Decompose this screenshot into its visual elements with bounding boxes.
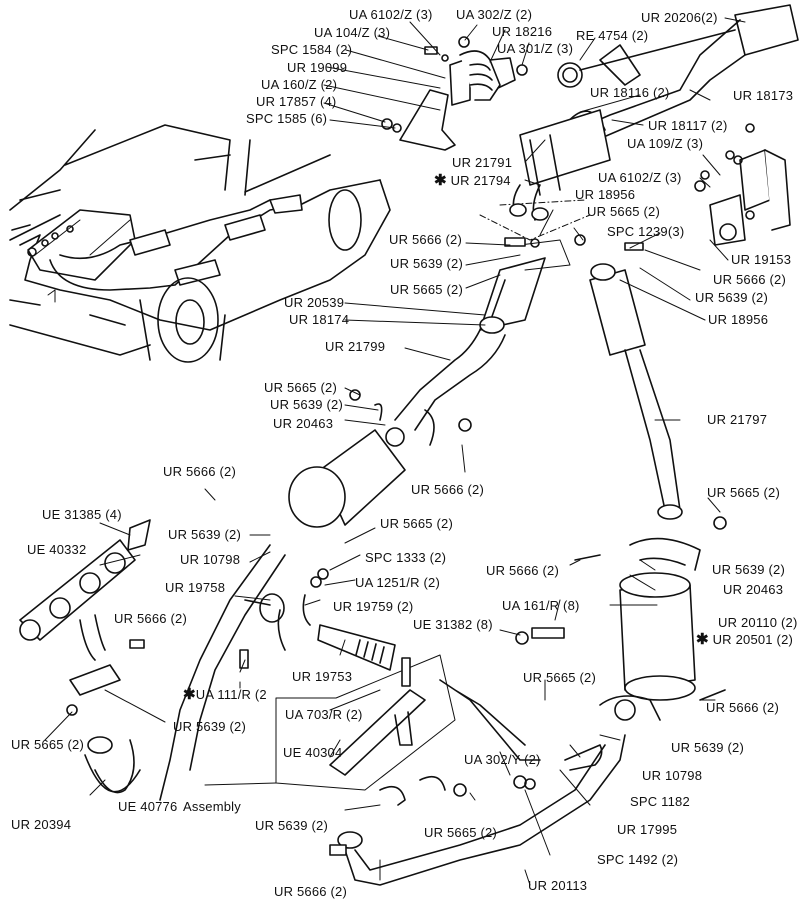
part-label-starred: ✱ UR 21794 [434, 172, 511, 189]
flexible-pipe [239, 568, 565, 671]
part-label: UR 5666 (2) [486, 563, 560, 578]
front-silencer [288, 389, 472, 528]
part-label: UR 5666 (2) [706, 700, 780, 715]
part-label: UE 40304 [283, 745, 343, 760]
part-label: UR 5639 (2) [173, 719, 247, 734]
part-label: UR 18956 [575, 187, 636, 202]
part-label: UA 1251/R (2) [355, 575, 440, 590]
part-label: UA 109/Z (3) [627, 136, 704, 151]
part-label: UA 302/Z (2) [456, 7, 533, 22]
part-label: UR 19759 (2) [333, 599, 414, 614]
part-label-text: UR 21794 [450, 173, 511, 188]
part-label: UR 5665 (2) [390, 282, 464, 297]
part-label: UR 5665 (2) [587, 204, 661, 219]
star-marker: ✱ [434, 172, 447, 189]
part-label: UA 302/Y (2) [464, 752, 541, 767]
part-label: UR 18174 [289, 312, 350, 327]
part-label: UR 10798 [642, 768, 703, 783]
part-label: UR 5639 (2) [168, 527, 242, 542]
part-label-text: UR 20501 (2) [712, 632, 794, 647]
part-label: UR 19753 [292, 669, 353, 684]
tail-pipe-assembly [557, 4, 799, 146]
part-label: UR 5665 (2) [380, 516, 454, 531]
part-label-text: UA 111/R (2 [195, 687, 267, 702]
star-marker: ✱ [696, 631, 709, 648]
part-label: UR 21797 [707, 412, 768, 427]
part-label: UR 5666 (2) [411, 482, 485, 497]
part-label: UR 5666 (2) [389, 232, 463, 247]
part-label: UR 5639 (2) [270, 397, 344, 412]
part-label: UR 5666 (2) [274, 884, 348, 899]
part-label: UR 17857 (4) [256, 94, 337, 109]
lower-tail-pipe [329, 734, 626, 886]
part-label: UR 5639 (2) [390, 256, 464, 271]
part-label: UA 6102/Z (3) [349, 7, 433, 22]
part-label: UR 19758 [165, 580, 226, 595]
part-label: UA 160/Z (2) [261, 77, 338, 92]
star-marker: ✱ [183, 686, 196, 703]
part-label: UR 10798 [180, 552, 241, 567]
part-label: UR 5665 (2) [11, 737, 85, 752]
part-label: UR 5666 (2) [713, 272, 787, 287]
part-label: UA 161/R (8) [502, 598, 580, 613]
part-label: UR 18173 [733, 88, 794, 103]
part-label: Assembly [183, 799, 241, 814]
part-label: UR 5665 (2) [523, 670, 597, 685]
part-label: SPC 1585 (6) [246, 111, 328, 126]
part-label: UE 40776 [118, 799, 178, 814]
lower-silencer [574, 516, 727, 721]
part-label: UR 18216 [492, 24, 553, 39]
part-label: UE 40332 [27, 542, 87, 557]
car-overview-drawing [9, 124, 391, 363]
part-label: SPC 1239(3) [607, 224, 685, 239]
part-label: UA 6102/Z (3) [598, 170, 682, 185]
part-label: UR 20206(2) [641, 10, 718, 25]
part-label: UA 703/R (2) [285, 707, 363, 722]
part-label: UR 5639 (2) [255, 818, 329, 833]
part-label: SPC 1182 [630, 794, 690, 809]
part-label: UR 21791 [452, 155, 513, 170]
part-label: UR 19099 [287, 60, 348, 75]
part-label: UA 104/Z (3) [314, 25, 391, 40]
part-label: UA 301/Z (3) [497, 41, 574, 56]
part-label: UE 31382 (8) [413, 617, 493, 632]
mounting-bracket-right [599, 44, 791, 246]
part-label: UR 20394 [11, 817, 72, 832]
part-label: UR 5639 (2) [671, 740, 745, 755]
part-label: SPC 1584 (2) [271, 42, 353, 57]
part-label: UE 31385 (4) [42, 507, 122, 522]
leader-lines [44, 17, 746, 886]
part-label: UR 20539 [284, 295, 345, 310]
part-label: UR 17995 [617, 822, 678, 837]
part-label: UR 20110 (2) [718, 615, 798, 630]
part-label: UR 5665 (2) [424, 825, 498, 840]
part-label-starred: ✱ UR 20501 (2) [696, 631, 794, 648]
part-label: UR 20113 [528, 878, 588, 893]
part-label: UR 5665 (2) [707, 485, 781, 500]
intermediate-pipes [394, 329, 683, 520]
part-label: UR 5666 (2) [163, 464, 237, 479]
part-label-starred: ✱UA 111/R (2 [183, 686, 267, 703]
front-pipes [19, 519, 286, 801]
part-label: SPC 1333 (2) [365, 550, 447, 565]
part-label: SPC 1492 (2) [597, 852, 679, 867]
rear-silencer-twin [479, 109, 611, 241]
part-label: UR 20463 [723, 582, 784, 597]
part-label: UR 18956 [708, 312, 769, 327]
part-label: UR 18117 (2) [648, 118, 728, 133]
part-label: UR 5639 (2) [712, 562, 786, 577]
part-label: RE 4754 (2) [576, 28, 649, 43]
part-label: UR 5666 (2) [114, 611, 188, 626]
part-label: UR 5665 (2) [264, 380, 338, 395]
part-label: UR 20463 [273, 416, 334, 431]
part-label: UR 5639 (2) [695, 290, 769, 305]
mounting-bracket-left [381, 36, 528, 151]
part-label: UR 19153 [731, 252, 792, 267]
part-label: UR 21799 [325, 339, 386, 354]
part-label: UR 18116 (2) [590, 85, 670, 100]
